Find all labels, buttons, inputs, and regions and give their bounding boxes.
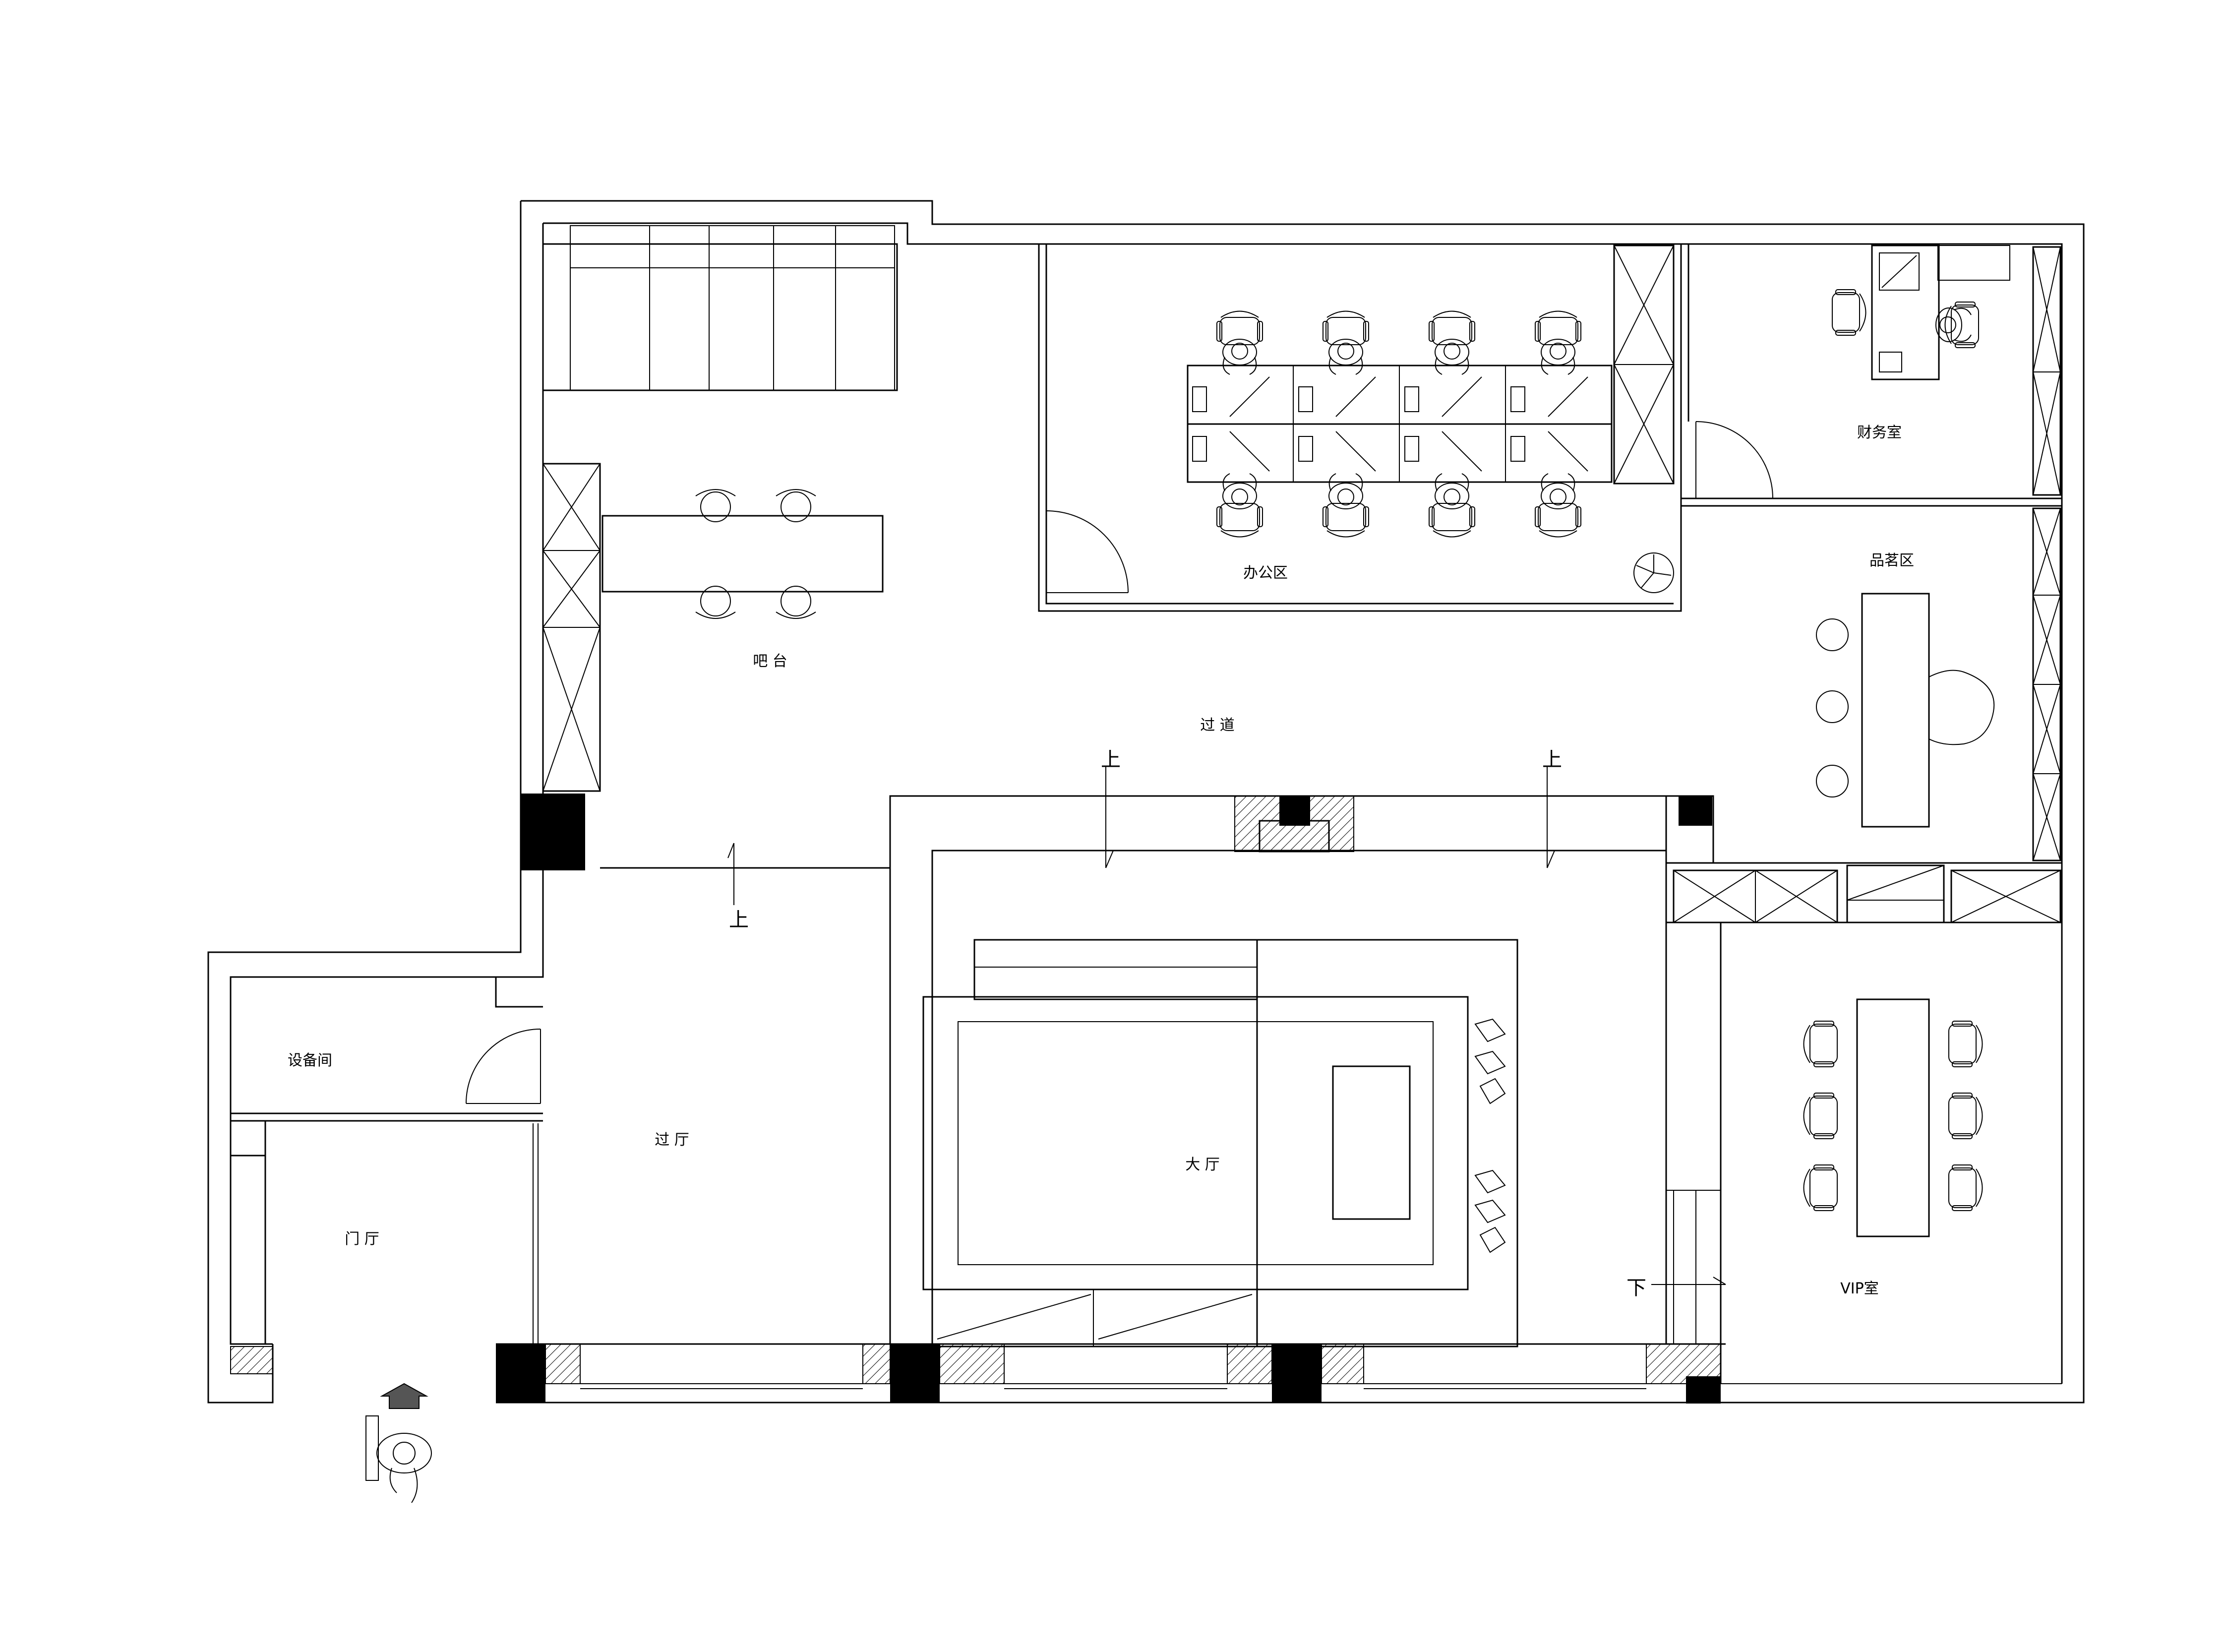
bar-counter [602, 515, 884, 593]
office-walls [1038, 244, 1682, 612]
vip-table [1803, 998, 1983, 1237]
office-workstations [1187, 365, 1613, 483]
cushions [1474, 1018, 1506, 1253]
label-tea: 品茗区 [1869, 552, 1914, 569]
marker-up-3: 上 [729, 909, 749, 931]
vip-cabinet [1673, 864, 2061, 923]
outer-walls [207, 200, 2085, 1404]
label-bar: 吧 台 [753, 653, 787, 670]
bar-stools [695, 489, 816, 619]
equipment-door [466, 1029, 541, 1104]
tea-table [1816, 593, 1995, 828]
equipment-walls [230, 977, 543, 1344]
label-equipment: 设备间 [288, 1052, 332, 1069]
label-entrance: 门 厅 [345, 1230, 379, 1248]
tea-cabinet [2032, 507, 2061, 861]
finance-door [1695, 421, 1773, 499]
bar-cabinet [542, 463, 601, 792]
level-markers [727, 766, 1726, 1285]
marker-up-2: 上 [1542, 748, 1562, 771]
lobby-sofa [931, 939, 1518, 1347]
label-vip: VIP室 [1840, 1280, 1878, 1297]
label-lobby: 大 厅 [1185, 1156, 1220, 1173]
finance-walls [1674, 244, 2062, 612]
label-corridor: 过 道 [1200, 717, 1235, 734]
wardrobe-top [542, 225, 898, 391]
columns [230, 794, 1721, 1404]
entry-person-icon [365, 1383, 432, 1503]
marker-up-1: 上 [1101, 748, 1121, 771]
finance-desk [1832, 245, 2010, 380]
label-finance: 财务室 [1857, 424, 1902, 441]
office-door [1046, 510, 1129, 593]
lobby-rug [922, 996, 1469, 1290]
label-office: 办公区 [1243, 564, 1288, 582]
marker-down: 下 [1626, 1277, 1646, 1299]
label-passage-hall: 过 厅 [655, 1131, 689, 1149]
fan-icon [1633, 552, 1674, 593]
window-strip [580, 1383, 2062, 1389]
